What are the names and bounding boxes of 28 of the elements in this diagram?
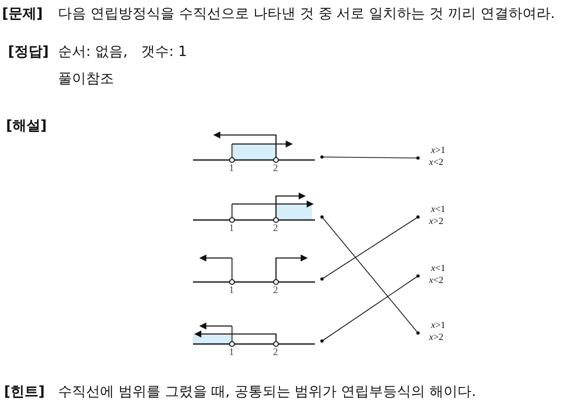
section-heading: [정답] (8, 44, 49, 60)
connector-line (320, 215, 420, 335)
inequality-text: x<2 (429, 275, 444, 287)
tick-label: 1 (229, 164, 234, 174)
tick-label: 2 (273, 348, 278, 358)
connector-line (320, 215, 420, 281)
connector-line (320, 274, 420, 343)
question-text: 다음 연립방정식을 수직선으로 나타낸 것 중 서로 일치하는 것 끼리 연결하여라. (58, 6, 555, 22)
connector-line (320, 155, 420, 160)
tick-label: 2 (273, 164, 278, 174)
inequality-text: x<1 (431, 204, 446, 216)
tick-label: 1 (229, 286, 234, 296)
inequality-text: x>1 (431, 320, 446, 332)
inequality-text: x>2 (429, 216, 444, 228)
section-heading: [문제] (2, 6, 43, 22)
answer-text: 풀이참조 (58, 71, 114, 87)
answer-text: 순서: 없음, 갯수: 1 (58, 44, 188, 60)
section-heading: [힌트] (4, 384, 45, 400)
tick-label: 1 (229, 224, 234, 234)
inequality-text: x<1 (431, 263, 446, 275)
inequality-text: x>2 (429, 332, 444, 344)
tick-label: 2 (273, 286, 278, 296)
hint-text: 수직선에 범위를 그렸을 때, 공통되는 범위가 연립부등식의 해이다. (58, 384, 476, 400)
section-heading: [해설] (6, 118, 47, 134)
tick-label: 2 (273, 224, 278, 234)
inequality-text: x>1 (431, 145, 446, 157)
inequality-text: x<2 (429, 157, 444, 169)
tick-label: 1 (229, 348, 234, 358)
